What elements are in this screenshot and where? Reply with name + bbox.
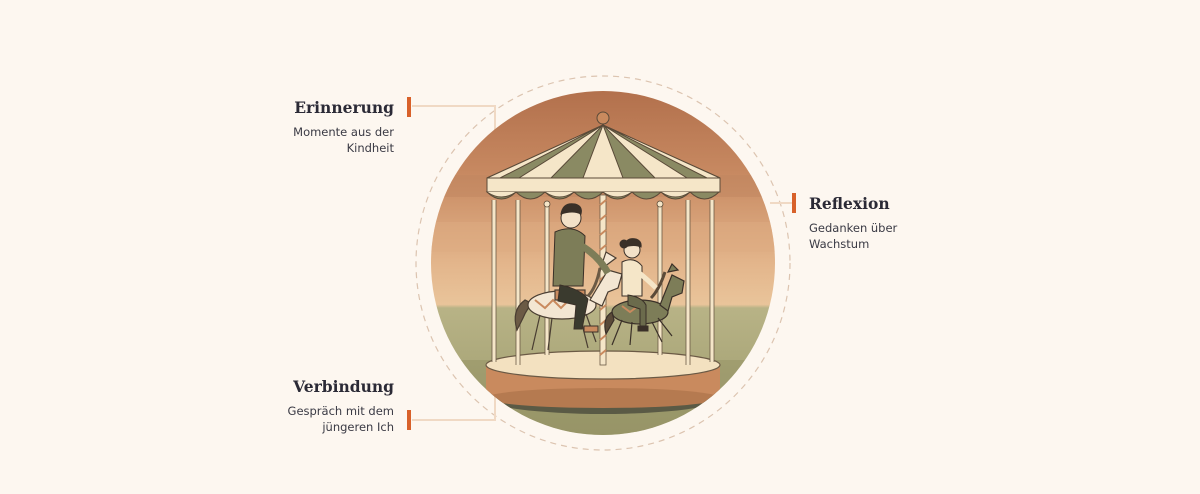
label-title-verbindung: Verbindung	[293, 377, 394, 396]
label-subtitle-line: Momente aus der	[293, 125, 394, 139]
label-subtitle-line: Gedanken über	[809, 221, 898, 235]
illustration-circle	[431, 91, 775, 435]
label-subtitle-line: Wachstum	[809, 237, 870, 251]
label-subtitle-reflexion: Gedanken über Wachstum	[809, 220, 969, 252]
connector-lines	[412, 105, 792, 421]
label-subtitle-verbindung: Gespräch mit dem jüngeren Ich	[234, 403, 394, 435]
label-verbindung: Verbindung Gespräch mit dem jüngeren Ich	[234, 377, 394, 435]
label-subtitle-line: Gespräch mit dem	[287, 404, 394, 418]
horse-adult	[514, 251, 623, 351]
label-title-erinnerung: Erinnerung	[294, 98, 394, 117]
label-reflexion: Reflexion Gedanken über Wachstum	[809, 194, 969, 252]
label-subtitle-line: Kindheit	[346, 141, 394, 155]
accent-marker-reflexion	[792, 193, 796, 213]
label-erinnerung: Erinnerung Momente aus der Kindheit	[234, 98, 394, 156]
accent-marker-verbindung	[407, 410, 411, 430]
label-subtitle-line: jüngeren Ich	[322, 420, 394, 434]
dashed-ring	[415, 75, 791, 451]
label-subtitle-erinnerung: Momente aus der Kindheit	[234, 124, 394, 156]
canopy	[485, 123, 721, 200]
child-rider	[619, 238, 658, 332]
adult-rider	[552, 203, 612, 333]
accent-marker-erinnerung	[407, 97, 411, 117]
label-title-reflexion: Reflexion	[809, 194, 890, 213]
